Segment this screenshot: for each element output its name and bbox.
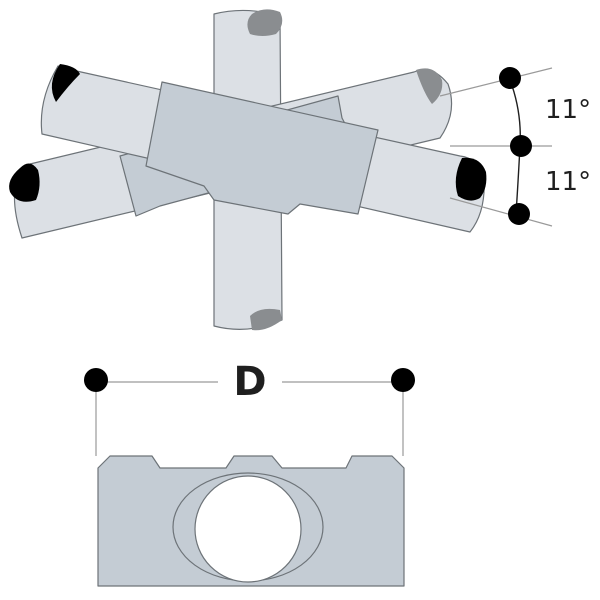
dimension-label: D <box>233 359 266 405</box>
tube-end-left-icon <box>9 163 40 202</box>
front-clamp-body <box>145 81 379 215</box>
tube-end-top-icon <box>247 9 283 36</box>
fitting-bore <box>194 475 302 583</box>
angle-dimensions: 11° 11° <box>439 67 591 227</box>
dimension-d: D <box>84 359 415 456</box>
angle-dot-bottom <box>508 203 530 225</box>
angle-label-bottom: 11° <box>545 167 591 197</box>
dimension-dot-right <box>391 368 415 392</box>
tube-end-bottom-icon <box>250 308 282 331</box>
tube-end-top-left-icon <box>51 64 80 102</box>
tube-end-bottom-right-icon <box>455 157 487 201</box>
tube-end-right-grey-icon <box>416 68 443 104</box>
angle-dot-top <box>499 67 521 89</box>
angle-dot-middle <box>510 135 532 157</box>
angle-label-top: 11° <box>545 95 591 125</box>
fitting-profile <box>97 455 405 587</box>
dimension-dot-left <box>84 368 108 392</box>
crossover-top-view <box>9 9 487 331</box>
